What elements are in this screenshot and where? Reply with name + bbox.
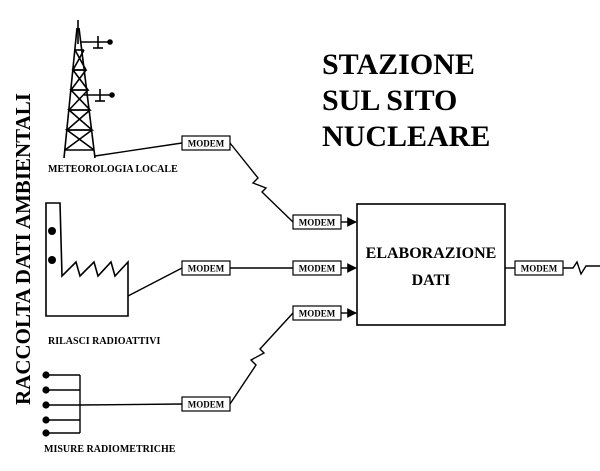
- processing-box: ELABORAZIONE DATI: [356, 203, 506, 326]
- weather-tower-icon: [63, 20, 115, 159]
- label-rilasci: RILASCI RADIOATTIVI: [48, 336, 160, 347]
- modem-in-misure: MODEM: [292, 305, 342, 321]
- modem-meteo-label: MODEM: [188, 139, 225, 149]
- modem-meteo: MODEM: [181, 135, 231, 151]
- factory-icon: [45, 202, 129, 317]
- modem-in-rilasci-label: MODEM: [299, 264, 336, 274]
- title-line-1: STAZIONE: [322, 48, 475, 81]
- processing-line-2: DATI: [412, 272, 451, 289]
- modem-output-label: MODEM: [521, 264, 558, 274]
- title-line-2: SUL SITO: [322, 84, 457, 117]
- modem-rilasci-label: MODEM: [188, 264, 225, 274]
- station-title: STAZIONE SUL SITO NUCLEARE: [322, 48, 490, 153]
- modem-in-rilasci: MODEM: [292, 260, 342, 276]
- sensor-array-icon: [42, 371, 81, 437]
- processing-line-1: ELABORAZIONE: [366, 245, 497, 262]
- modem-in-misure-label: MODEM: [299, 309, 336, 319]
- modem-rilasci: MODEM: [181, 260, 231, 276]
- modem-misure: MODEM: [181, 396, 231, 412]
- label-misure: MISURE RADIOMETRICHE: [44, 444, 176, 455]
- modem-in-meteo-label: MODEM: [299, 218, 336, 228]
- modem-misure-label: MODEM: [188, 400, 225, 410]
- modem-output: MODEM: [514, 260, 564, 276]
- label-meteorologia: METEOROLOGIA LOCALE: [48, 164, 178, 175]
- side-label: RACCOLTA DATI AMBIENTALI: [11, 93, 35, 405]
- modem-in-meteo: MODEM: [292, 214, 342, 230]
- title-line-3: NUCLEARE: [322, 120, 490, 153]
- connections: [79, 142, 600, 406]
